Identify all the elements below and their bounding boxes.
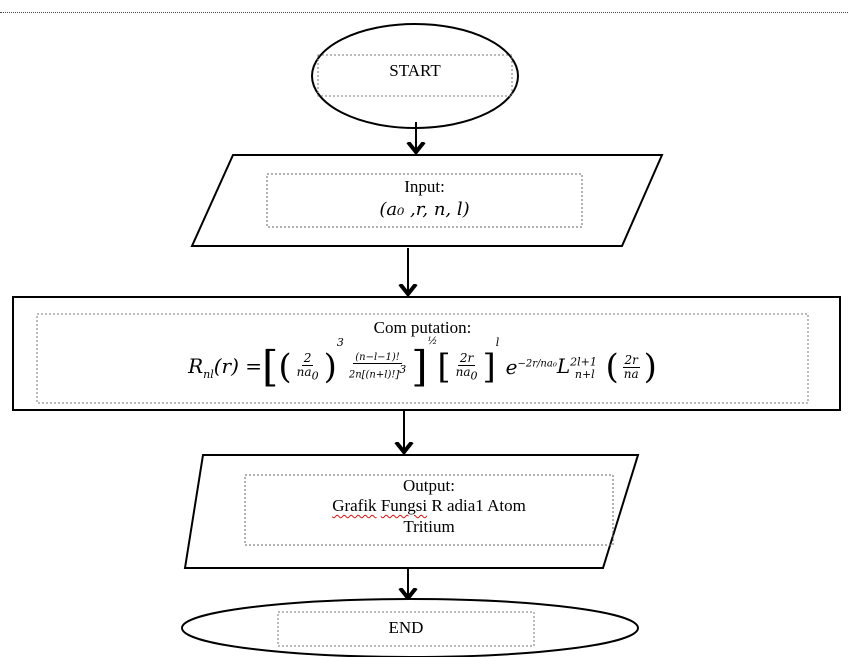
computation-dotted-box [36,313,809,404]
start-dotted-box [317,54,513,97]
output-line2: Tritium [403,517,455,536]
computation-title: Com putation: [373,318,472,337]
output-word-grafik: Grafik [332,496,377,515]
end-label: END [388,618,424,637]
output-parallelogram [183,454,640,569]
computation-process-box [12,296,841,411]
start-label: START [389,61,441,80]
end-dotted-box [277,611,535,647]
output-title: Output: [403,476,455,495]
output-word-fungsi: Fungsi [380,496,428,515]
input-params: (a₀ ,r, n, l) [379,199,470,220]
input-title: Input: [404,177,445,196]
output-line1: Grafik Fungsi R adia1 Atom [245,496,613,516]
input-parallelogram [190,154,664,247]
input-dotted-box [266,173,583,228]
end-terminator [181,598,639,657]
page-top-border [0,12,848,13]
output-word-radial-atom: R adia1 Atom [431,496,526,515]
output-dotted-box [244,474,614,546]
